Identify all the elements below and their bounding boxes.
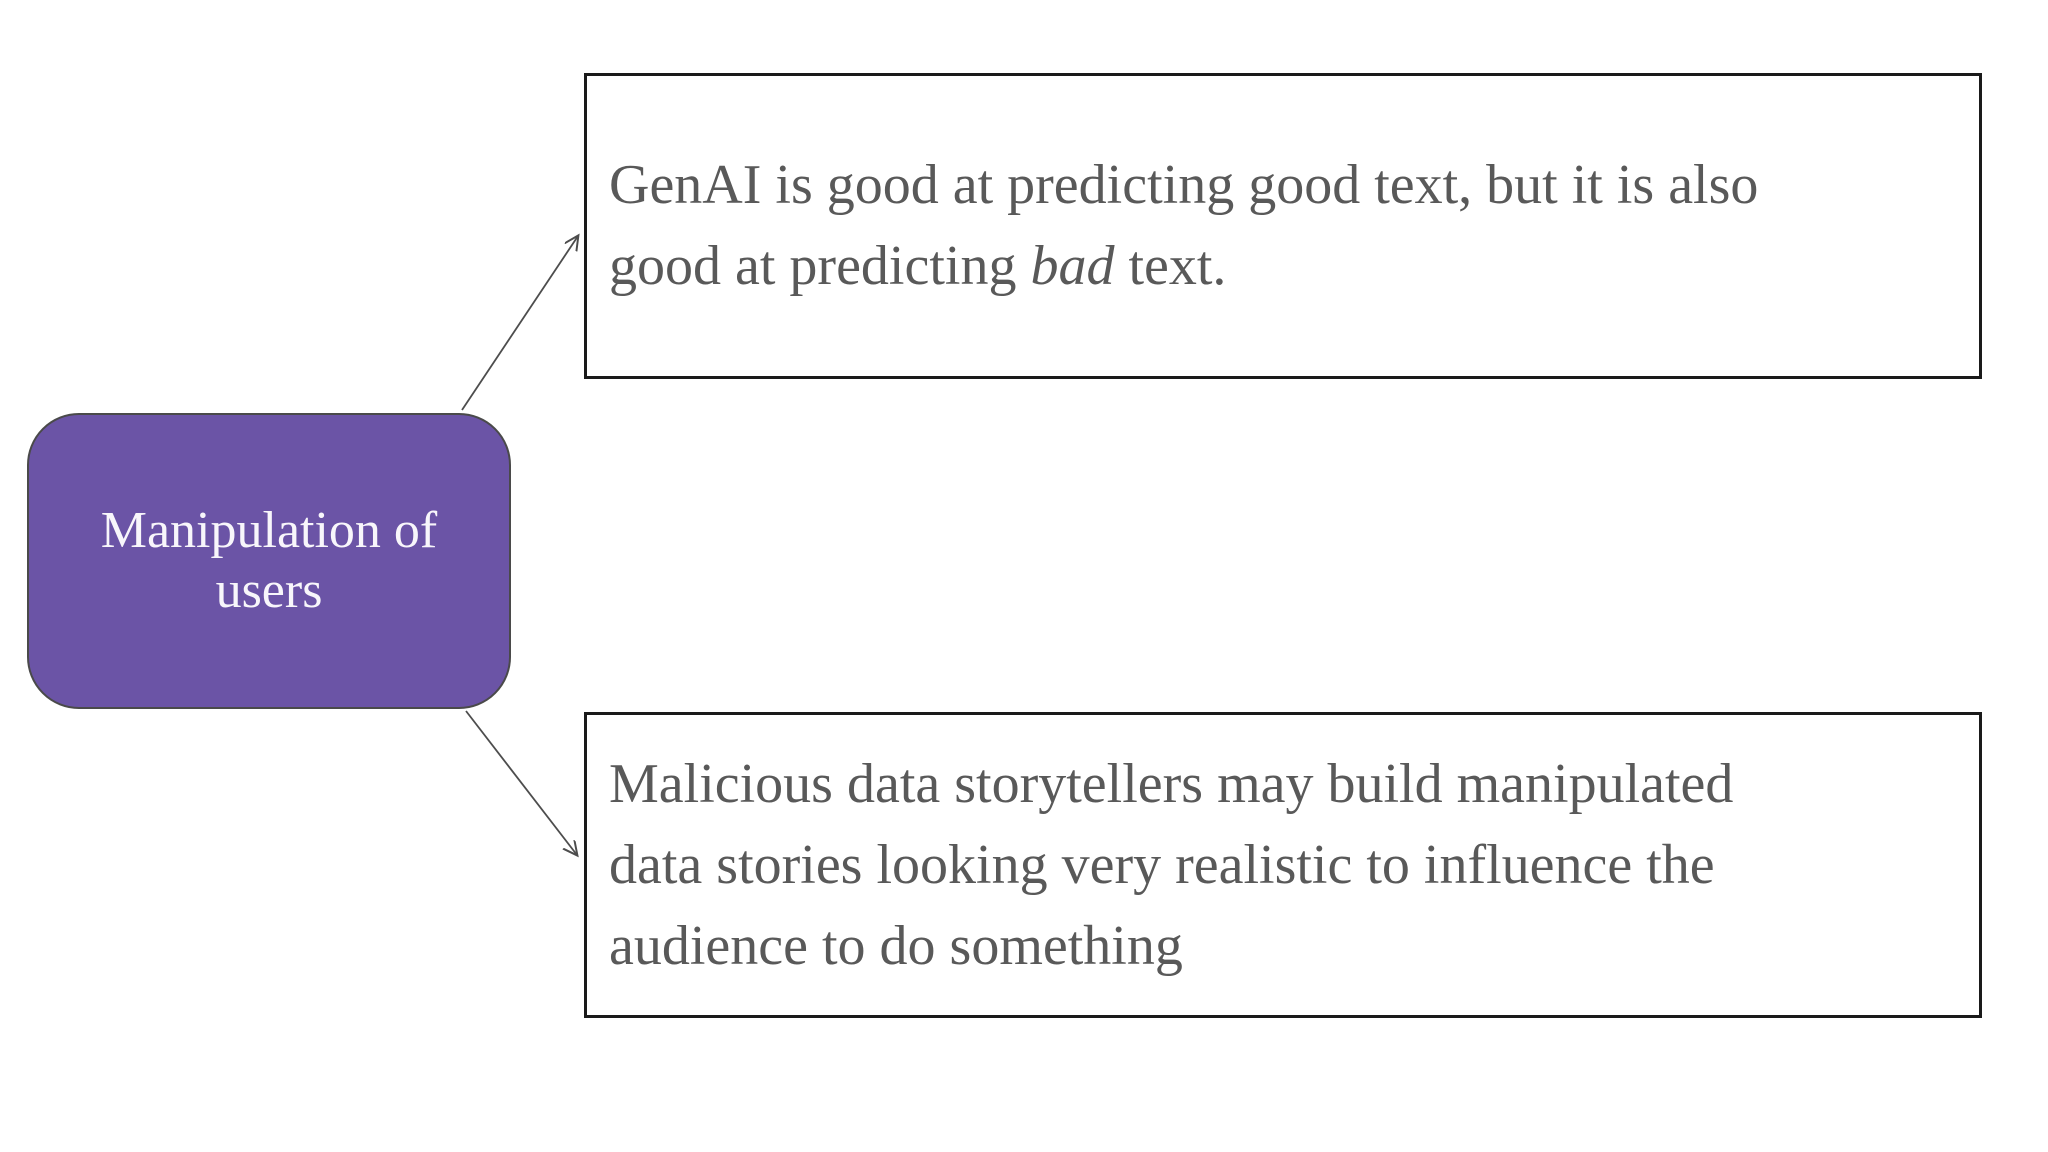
malicious-text-line2: data stories looking very realistic to i… [609,833,1715,896]
connector-root-to-top-box [461,236,578,411]
node-label-line1: Manipulation of [100,502,438,559]
genai-line2-pre: good at predicting [609,235,1031,297]
malicious-text-line3: audience to do something [609,914,1183,977]
connector-root-to-bottom-box [465,710,577,855]
genai-text-line1: GenAI is good at predicting good text, b… [609,154,1759,216]
node-manipulation-of-users: Manipulation of users [27,413,511,709]
genai-text-line2: good at predicting bad text. [609,226,1967,307]
box-genai-prediction: GenAI is good at predicting good text, b… [584,73,1982,379]
node-label-line2: users [215,562,323,619]
malicious-text-line1: Malicious data storytellers may build ma… [609,752,1734,815]
box-malicious-storytellers: Malicious data storytellers may build ma… [584,712,1982,1018]
genai-line2-italic-bad: bad [1030,235,1115,297]
genai-line2-post: text. [1114,235,1227,297]
